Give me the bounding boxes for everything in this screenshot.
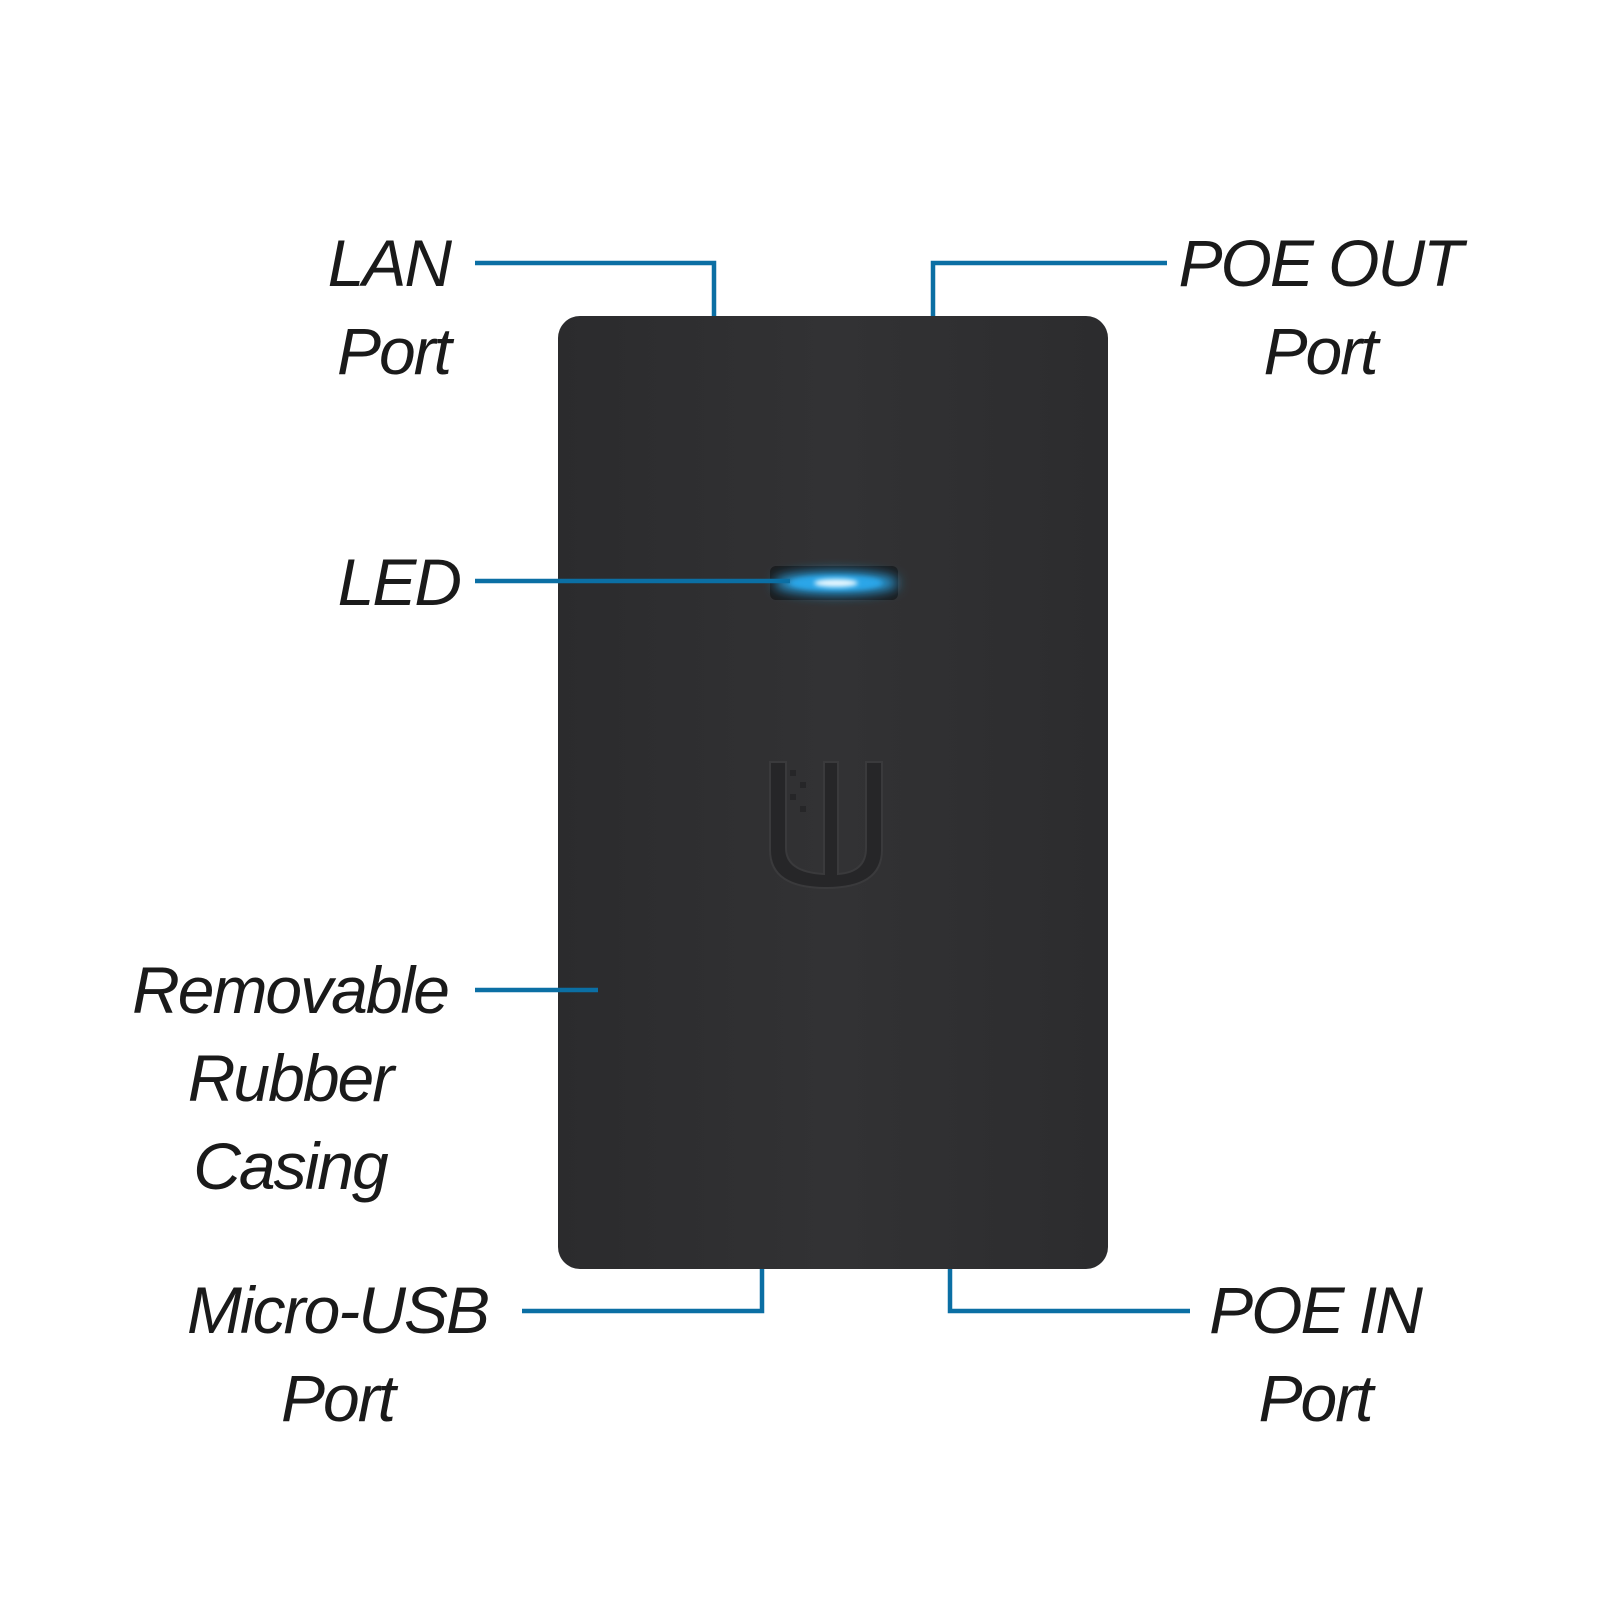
casing-label-line1: Removable: [132, 953, 450, 1027]
micro-usb-port-label-line1: Micro-USB: [186, 1273, 490, 1347]
led-indicator: [770, 566, 898, 600]
poe-in-port-label-line1: POE IN: [1209, 1273, 1423, 1347]
micro-usb-port-callout-line: [522, 1269, 765, 1314]
lan-port-label: LAN Port: [250, 219, 452, 395]
poe-in-port-label-line2: Port: [1258, 1361, 1373, 1435]
poe-out-port-label-line1: POE OUT: [1178, 226, 1463, 300]
poe-in-port-callout-line: [947, 1269, 1190, 1314]
casing-label-line2: Rubber: [187, 1041, 394, 1115]
led-label: LED: [250, 538, 462, 626]
ubiquiti-u-logo-icon: [769, 761, 883, 890]
micro-usb-port-label: Micro-USB Port: [160, 1266, 515, 1442]
led-label-line1: LED: [337, 545, 462, 619]
casing-label-line3: Casing: [193, 1129, 388, 1203]
micro-usb-port-label-line2: Port: [280, 1361, 396, 1435]
lan-port-callout-line: [475, 260, 717, 316]
lan-port-label-line2: Port: [336, 314, 452, 388]
poe-out-port-label-line2: Port: [1263, 314, 1378, 388]
lan-port-label-line1: LAN: [327, 226, 452, 300]
poe-in-port-label: POE IN Port: [1195, 1266, 1435, 1442]
poe-out-port-callout-line: [930, 260, 1167, 316]
poe-out-port-label: POE OUT Port: [1170, 219, 1470, 395]
casing-label: Removable Rubber Casing: [100, 946, 480, 1210]
